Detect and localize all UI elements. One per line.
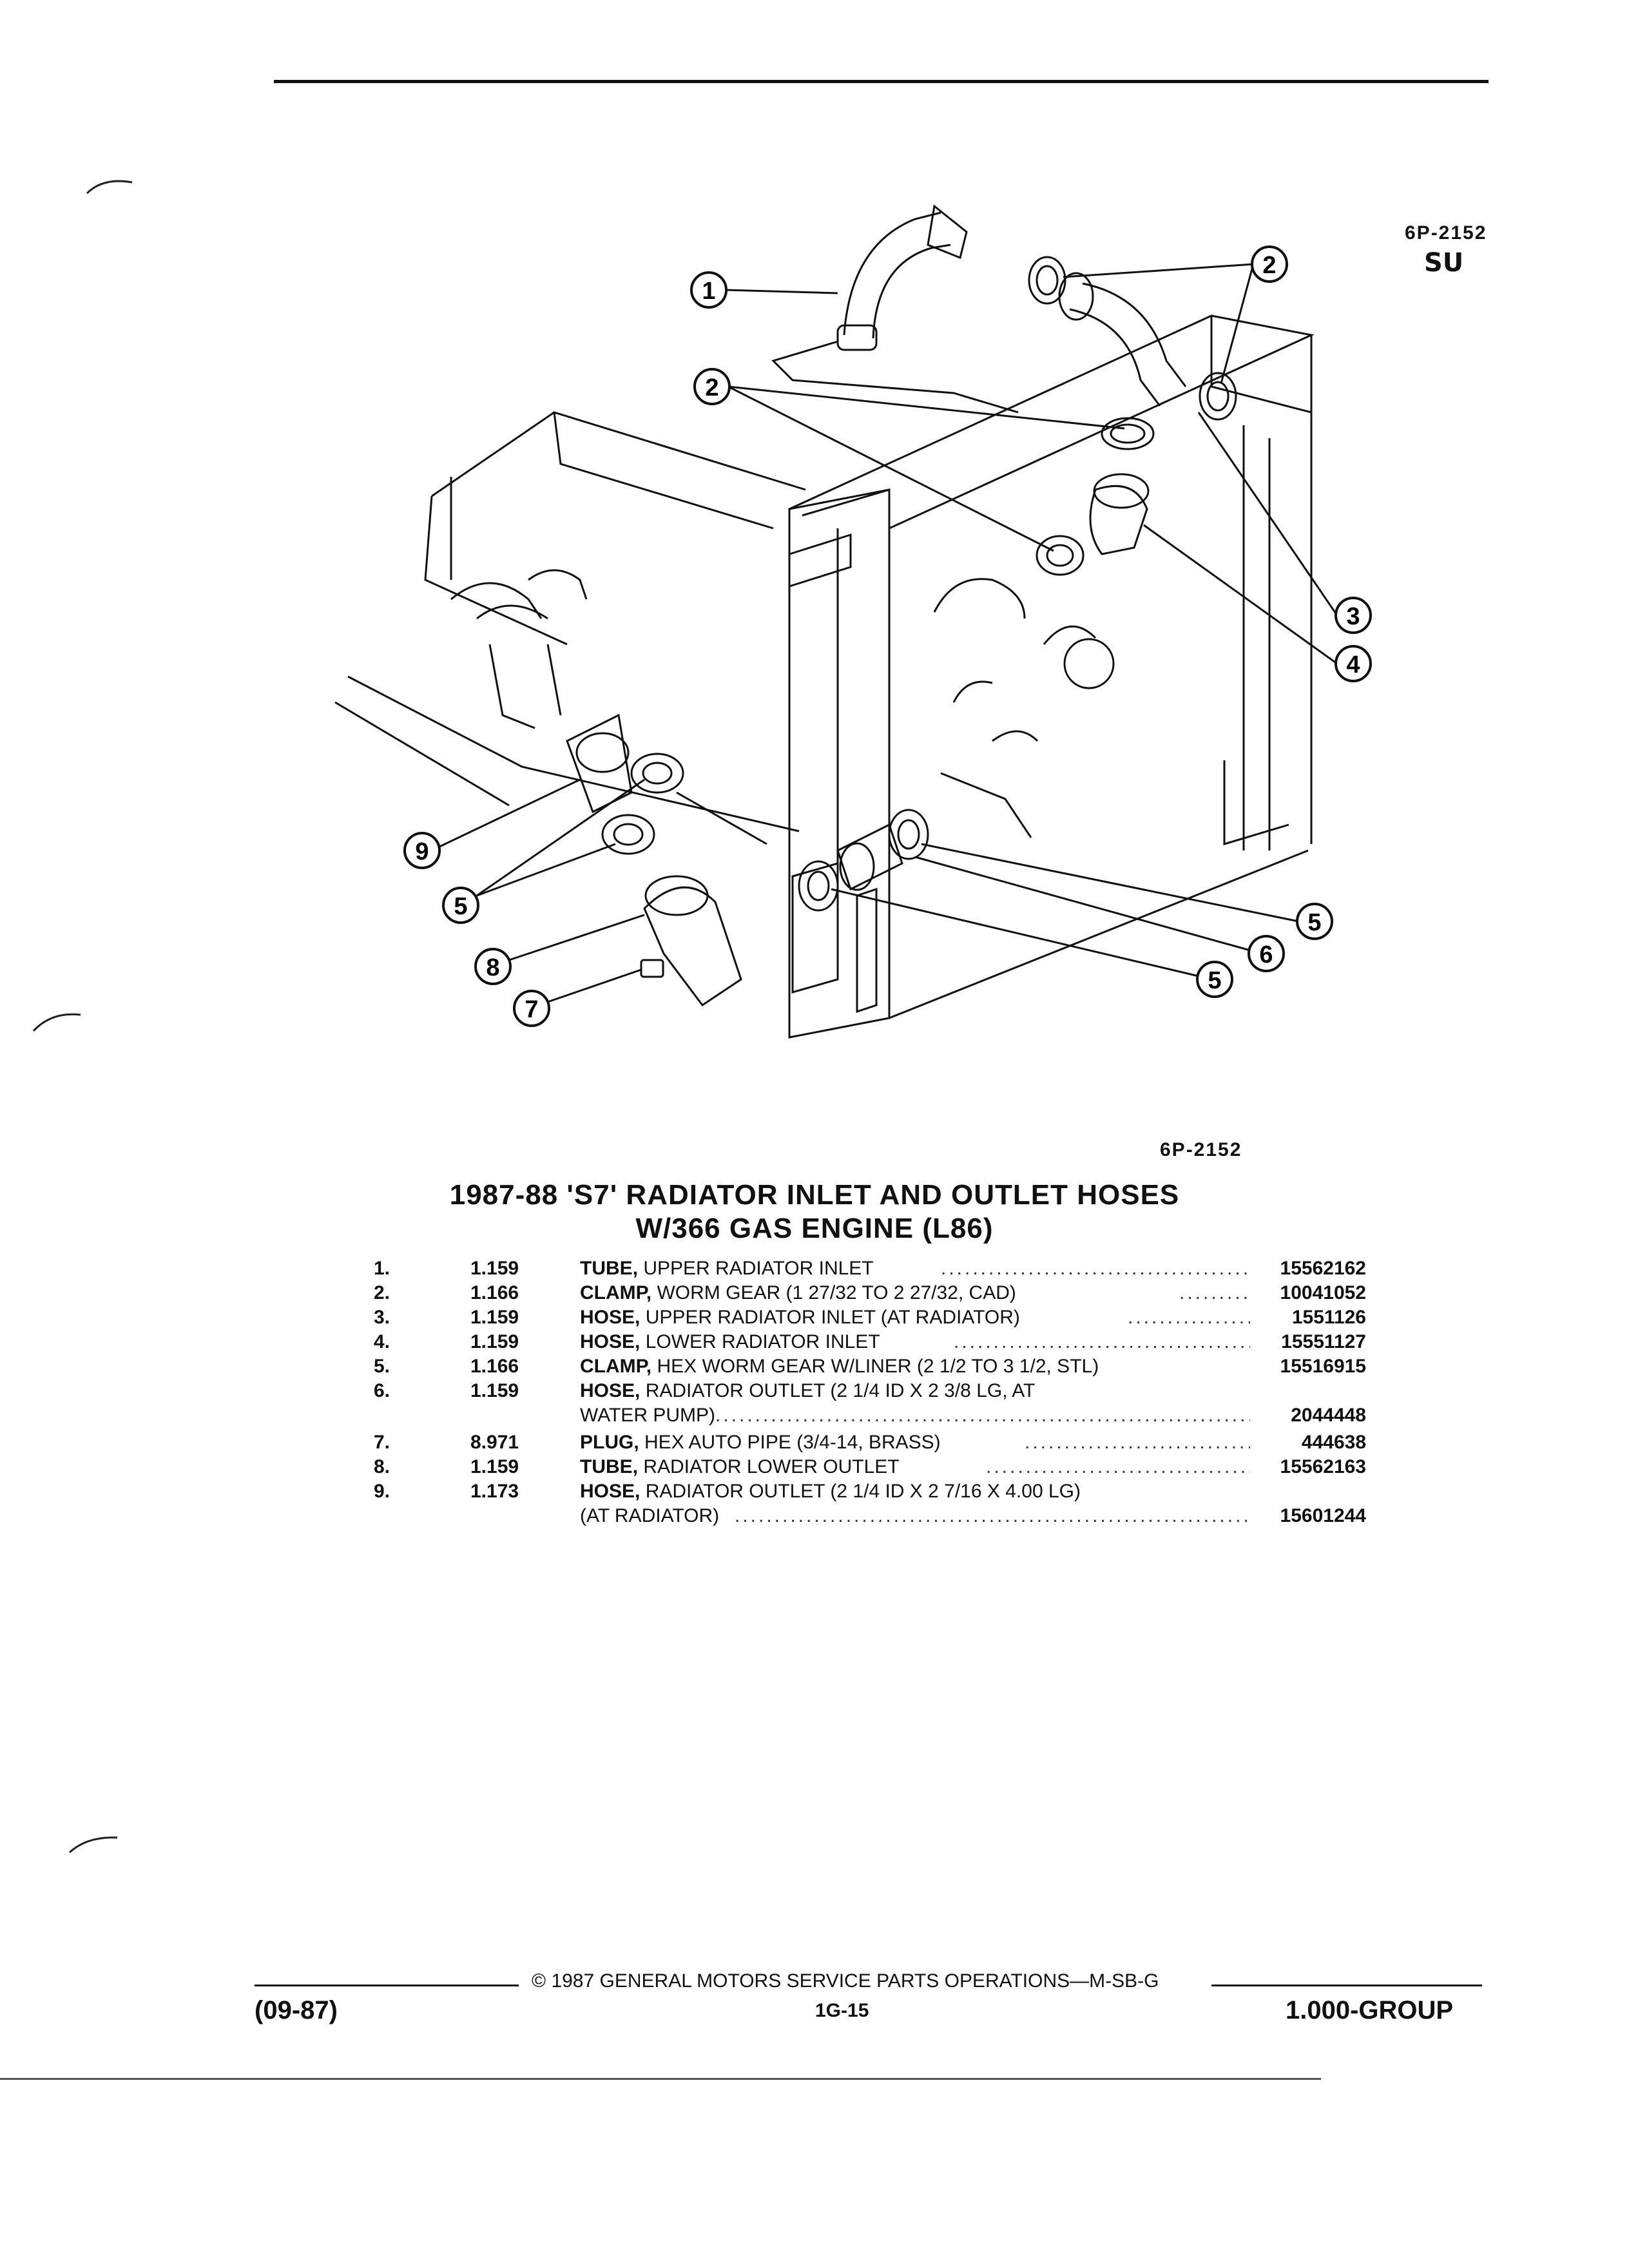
footer-date: (09-87) xyxy=(255,1996,338,2024)
footer-page-number: 1G-15 xyxy=(815,2000,869,2021)
footer-copyright: © 1987 GENERAL MOTORS SERVICE PARTS OPER… xyxy=(532,1970,1159,1992)
callout-label: 5 xyxy=(1307,909,1321,936)
callout-label: 2 xyxy=(705,374,718,401)
callout-5-circle xyxy=(1196,961,1233,998)
callout-7-circle xyxy=(513,990,550,1027)
callout-4-circle xyxy=(1335,645,1372,682)
figure-code-top: 6P-2152 xyxy=(1405,222,1487,244)
footer-group: 1.000-GROUP xyxy=(1286,1996,1454,2024)
radiator-hose-diagram: 1 2 2 3 4 9 5 8 7 5 6 5 xyxy=(334,204,1372,1039)
parts-row-continuation: (AT RADIATOR) ..........................… xyxy=(580,1505,1366,1526)
callout-9-circle xyxy=(403,832,441,869)
parts-row: 6. 1.159 HOSE, RADIATOR OUTLET (2 1/4 ID… xyxy=(374,1380,1036,1401)
callout-label: 9 xyxy=(415,838,429,865)
parts-row: 2. 1.166 CLAMP, WORM GEAR (1 27/32 TO 2 … xyxy=(374,1282,1366,1303)
callout-2-circle xyxy=(1251,245,1288,283)
callout-6-circle xyxy=(1248,935,1285,972)
callout-label: 6 xyxy=(1259,941,1273,968)
parts-row-continuation: WATER PUMP) ............................… xyxy=(580,1405,1366,1426)
section-title-line1: 1987-88 'S7' RADIATOR INLET AND OUTLET H… xyxy=(449,1179,1180,1211)
margin-marks xyxy=(32,180,133,1854)
parts-row: 8. 1.159 TUBE, RADIATOR LOWER OUTLET ...… xyxy=(374,1456,1366,1477)
callout-label: 2 xyxy=(1262,252,1276,279)
parts-row: 9. 1.173 HOSE, RADIATOR OUTLET (2 1/4 ID… xyxy=(374,1481,1081,1502)
callout-label: 1 xyxy=(702,278,715,305)
callout-3-circle xyxy=(1335,597,1372,634)
parts-row: 1. 1.159 TUBE, UPPER RADIATOR INLET ....… xyxy=(374,1258,1366,1279)
su-logo: SU xyxy=(1424,248,1463,278)
top-rule xyxy=(274,80,1489,83)
section-title-line2: W/366 GAS ENGINE (L86) xyxy=(635,1213,994,1244)
parts-row: 4. 1.159 HOSE, LOWER RADIATOR INLET ....… xyxy=(374,1331,1366,1352)
footer-rule-right xyxy=(1211,1984,1482,1986)
callout-1-circle xyxy=(690,271,728,309)
bottom-scan-line xyxy=(0,2078,1321,2080)
su-logo-text: SU xyxy=(1424,248,1464,278)
callout-2-circle xyxy=(693,368,731,405)
callout-label: 7 xyxy=(525,996,538,1023)
callout-5-circle xyxy=(1296,903,1333,940)
parts-row: 3. 1.159 HOSE, UPPER RADIATOR INLET (AT … xyxy=(374,1307,1366,1328)
callout-8-circle xyxy=(474,948,512,985)
callout-label: 4 xyxy=(1346,651,1360,678)
parts-row: 5. 1.166 CLAMP, HEX WORM GEAR W/LINER (2… xyxy=(374,1356,1366,1377)
figure-code-bottom: 6P-2152 xyxy=(1160,1139,1242,1160)
parts-row: 7. 8.971 PLUG, HEX AUTO PIPE (3/4-14, BR… xyxy=(374,1432,1366,1453)
footer-rule-left xyxy=(255,1984,519,1986)
callout-5-circle xyxy=(442,887,479,924)
callout-label: 5 xyxy=(454,893,467,920)
callout-label: 5 xyxy=(1208,967,1221,994)
callout-label: 3 xyxy=(1346,603,1360,630)
callout-label: 8 xyxy=(486,954,499,981)
